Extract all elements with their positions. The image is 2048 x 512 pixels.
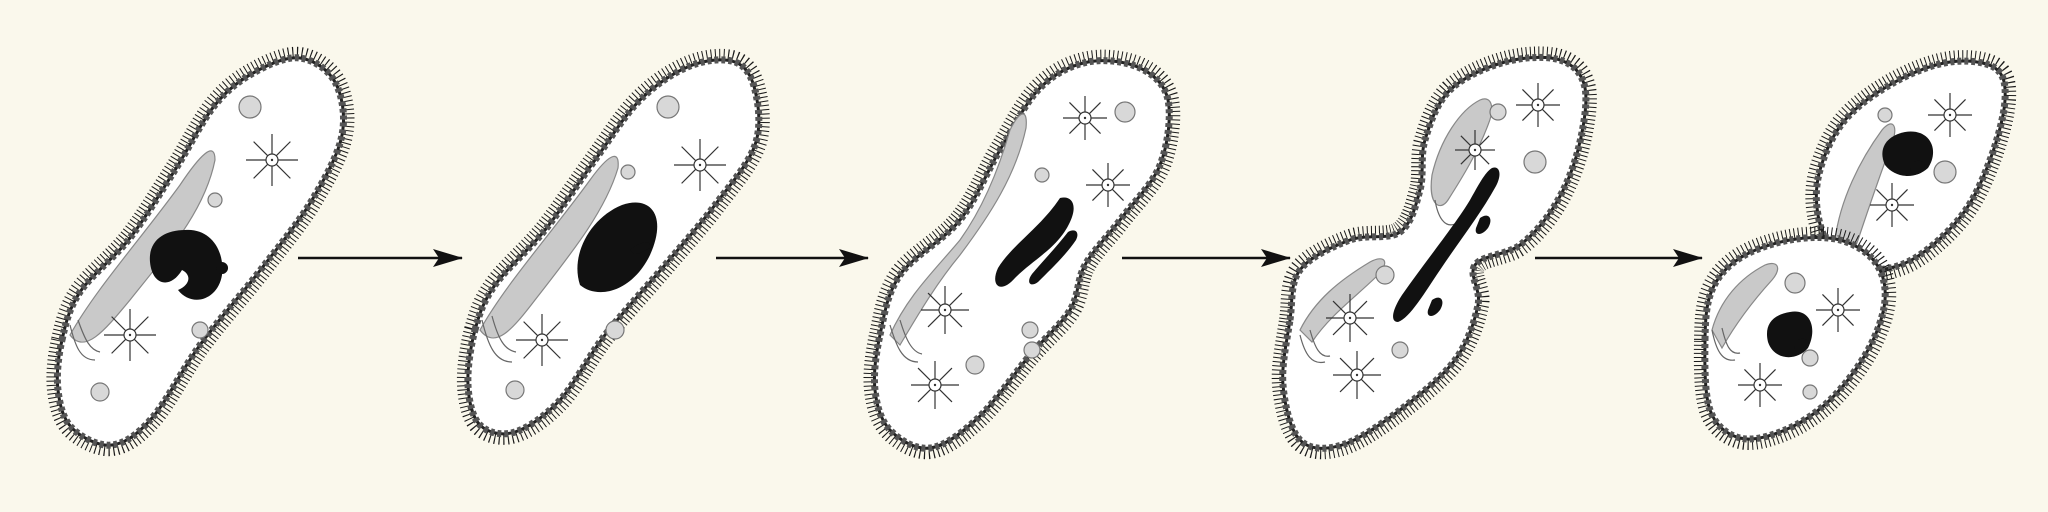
- oral-groove: [1711, 262, 1779, 350]
- gullet: [1299, 329, 1331, 364]
- contractile-vacuole: [1870, 183, 1914, 227]
- food-vacuole: [1802, 384, 1818, 400]
- contractile-vacuole: [921, 286, 969, 334]
- daughter-micronucleus: [1794, 338, 1809, 353]
- micronucleus-upper: [1475, 215, 1491, 234]
- contractile-vacuole: [1816, 288, 1860, 332]
- food-vacuole: [965, 355, 985, 375]
- stage-5-daughter-top: [1805, 50, 2017, 282]
- food-vacuole: [1021, 321, 1039, 339]
- oral-groove: [1299, 258, 1386, 343]
- contractile-vacuole: [1455, 130, 1495, 170]
- pellicle-beads: [53, 54, 347, 449]
- dividing-micronucleus: [1029, 230, 1078, 285]
- contractile-vacuole: [911, 361, 959, 409]
- gullet: [889, 319, 923, 363]
- food-vacuole: [1877, 107, 1893, 123]
- stage-2-cell: [456, 48, 770, 445]
- micronucleus-lower: [1427, 297, 1443, 316]
- food-vacuole: [1489, 103, 1507, 121]
- elongated-macronucleus: [1393, 167, 1500, 322]
- gullet: [1434, 199, 1456, 226]
- oral-groove: [69, 150, 216, 343]
- stage-5-daughter-bottom: [1693, 226, 1897, 451]
- oral-groove: [479, 155, 619, 339]
- contractile-vacuole: [674, 139, 726, 191]
- pellicle-beads: [1701, 233, 1889, 443]
- contractile-vacuole: [1928, 93, 1972, 137]
- contractile-vacuole: [104, 309, 156, 361]
- macronucleus: [149, 229, 223, 300]
- micronucleus: [630, 242, 651, 254]
- contractile-vacuole: [1333, 351, 1381, 399]
- food-vacuole: [207, 192, 223, 208]
- macronucleus: [577, 202, 658, 293]
- contractile-vacuole: [1086, 163, 1130, 207]
- gullet: [69, 319, 101, 361]
- food-vacuole: [1375, 265, 1395, 285]
- contractile-vacuole: [1063, 96, 1107, 140]
- stage-1-cell: [46, 46, 355, 457]
- oral-groove: [889, 113, 1027, 346]
- stage-4-cell: [1271, 46, 1597, 460]
- food-vacuole: [191, 321, 209, 339]
- contractile-vacuole: [1516, 83, 1560, 127]
- food-vacuole: [1034, 167, 1050, 183]
- dividing-macronucleus: [995, 197, 1074, 287]
- cells-layer: [46, 46, 2017, 460]
- pellicle-beads: [870, 57, 1173, 452]
- gullet: [1711, 327, 1741, 361]
- daughter-micronucleus: [1910, 160, 1925, 175]
- contractile-vacuole: [1738, 363, 1782, 407]
- food-vacuole: [1023, 341, 1041, 359]
- oral-groove: [1430, 98, 1493, 206]
- food-vacuole: [238, 95, 262, 119]
- contractile-vacuole: [1326, 294, 1374, 342]
- micronucleus: [216, 262, 229, 274]
- food-vacuole: [1391, 341, 1409, 359]
- food-vacuole: [1114, 101, 1136, 123]
- food-vacuole: [90, 382, 110, 402]
- contractile-vacuole: [516, 314, 568, 366]
- food-vacuole: [1784, 272, 1806, 294]
- food-vacuole: [605, 320, 625, 340]
- food-vacuole: [1933, 160, 1957, 184]
- food-vacuole: [505, 380, 525, 400]
- stage-3-cell: [863, 49, 1181, 460]
- gullet: [481, 315, 517, 363]
- pellicle-beads: [464, 56, 763, 438]
- food-vacuole: [1523, 150, 1547, 174]
- food-vacuole: [1801, 349, 1819, 367]
- pellicle-beads: [1279, 53, 1590, 452]
- food-vacuole: [620, 164, 636, 180]
- contractile-vacuole: [246, 134, 298, 186]
- food-vacuole: [656, 95, 680, 119]
